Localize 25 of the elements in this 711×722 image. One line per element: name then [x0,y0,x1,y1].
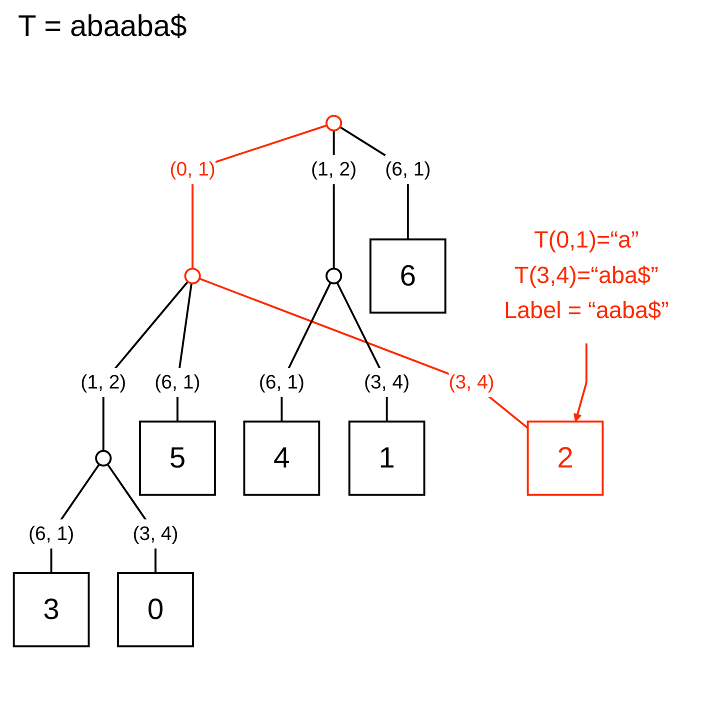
edge-label: (0, 1) [169,158,215,180]
node-text: T(0,1)=“a” T(3,4)=“aba$” Label = “aaba$” [503,227,668,324]
edge-label: (3, 4) [364,372,410,394]
edge-label: (3, 4) [448,372,494,394]
node-box: 0 [116,572,194,648]
edge-label: (1, 2) [310,158,356,180]
edge-label: (6, 1) [28,523,74,545]
edge-label: (6, 1) [154,372,200,394]
node-box: 3 [12,572,90,648]
edge-label: (6, 1) [384,158,430,180]
title: T = abaaba$ [18,10,187,44]
node-box: 2 [526,420,604,496]
node-circle [184,268,200,284]
node-box: 6 [368,238,446,314]
node-box: 1 [348,420,425,496]
node-circle [94,450,112,466]
edge-label: (3, 4) [132,523,178,545]
edge-label: (6, 1) [258,372,304,394]
node-circle [325,268,342,284]
node-box: 5 [138,420,216,496]
node-box: 4 [242,420,320,496]
node-circle [325,114,342,132]
edge-label: (1, 2) [80,372,126,394]
connector [198,278,528,429]
arrow [572,343,587,422]
